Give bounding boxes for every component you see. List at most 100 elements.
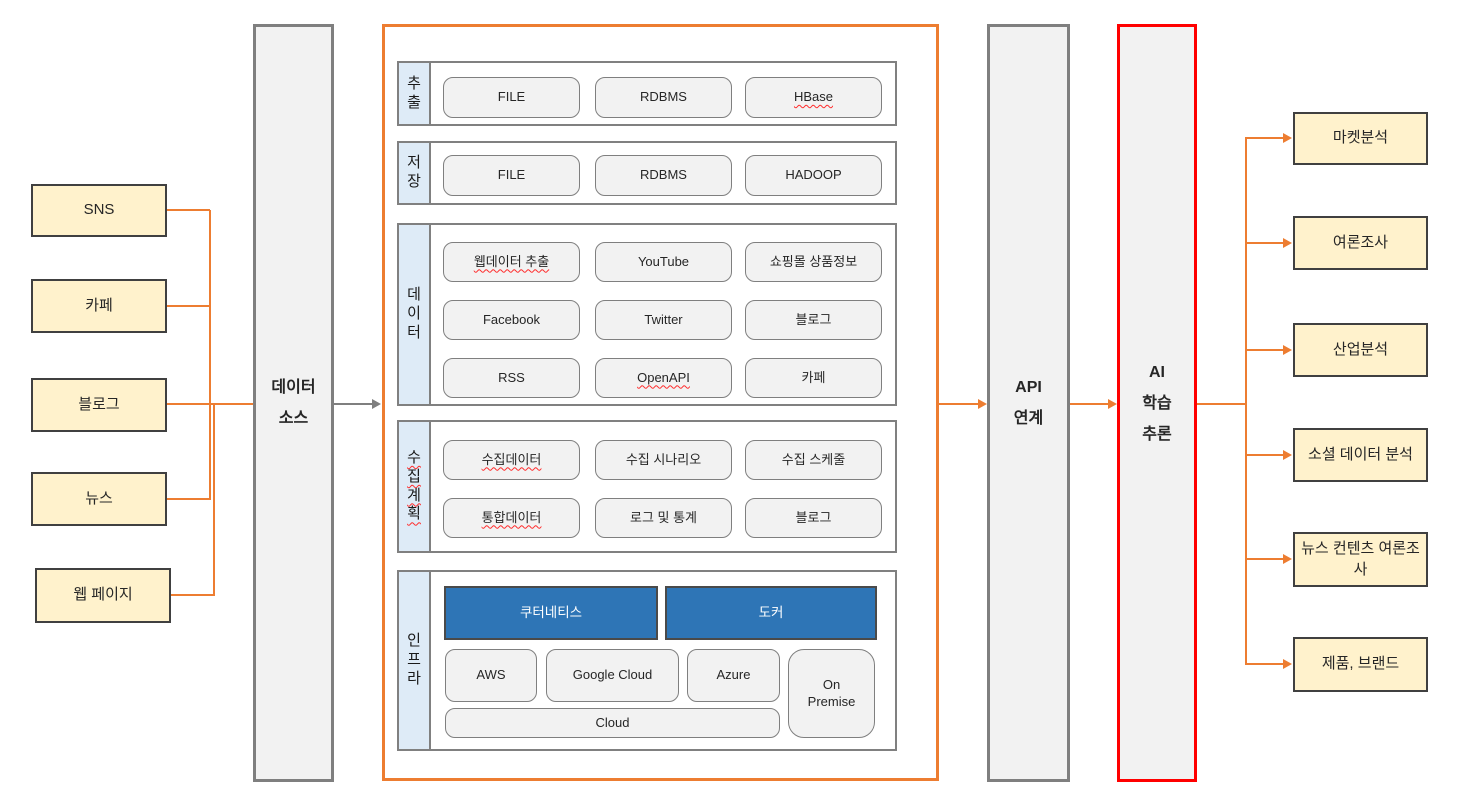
row-data-label: 데이터 — [407, 286, 421, 341]
item-infra-docker: 도커 — [665, 586, 877, 640]
output-box-opinion-poll-label: 여론조사 — [1332, 233, 1389, 251]
arrow-datasource-pipeline-line — [334, 403, 373, 405]
pillar-ai: AI 학습 추론 — [1117, 24, 1197, 782]
branch-opinion-head — [1283, 238, 1292, 248]
item-data-web-extract: 웹데이터 추출 — [443, 242, 580, 282]
arrow-datasource-pipeline-head — [372, 399, 381, 409]
arrow-pipeline-api-head — [978, 399, 987, 409]
row-store: 저장 FILE RDBMS HADOOP — [397, 141, 897, 205]
item-infra-google-cloud-label: Google Cloud — [572, 667, 653, 683]
output-box-social-data-analysis: 소셜 데이터 분석 — [1293, 428, 1428, 482]
output-box-industry-analysis: 산업분석 — [1293, 323, 1428, 377]
item-infra-google-cloud: Google Cloud — [546, 649, 679, 702]
item-store-hadoop-label: HADOOP — [785, 167, 842, 183]
connector-left-trunk-upper — [209, 210, 211, 500]
item-plan-schedule-label: 수집 스케줄 — [781, 451, 846, 467]
row-infra-label-box: 인프라 — [399, 572, 431, 749]
pillar-ai-line1: AI — [1149, 363, 1165, 381]
connector-webpage-line — [171, 594, 215, 596]
item-data-twitter: Twitter — [595, 300, 732, 340]
output-box-news-content-poll-label: 뉴스 컨텐츠 여론조사 — [1301, 540, 1420, 578]
source-box-webpage-label: 웹 페이지 — [73, 586, 133, 604]
item-plan-scenario-label: 수집 시나리오 — [625, 451, 702, 467]
pillar-data-source-line2: 소스 — [278, 410, 309, 427]
row-data-label-box: 데이터 — [399, 225, 431, 404]
row-extract: 추출 FILE RDBMS HBase — [397, 61, 897, 126]
item-data-cafe: 카페 — [745, 358, 882, 398]
item-infra-kubernetes-label: 쿠터네티스 — [519, 605, 583, 621]
arrow-api-ai-line — [1070, 403, 1109, 405]
item-data-rss: RSS — [443, 358, 580, 398]
item-extract-file: FILE — [443, 77, 580, 118]
item-extract-rdbms: RDBMS — [595, 77, 732, 118]
branch-news-content-line — [1245, 558, 1284, 560]
item-data-facebook: Facebook — [443, 300, 580, 340]
output-box-product-brand: 제품, 브랜드 — [1293, 637, 1428, 692]
item-data-shopping-label: 쇼핑몰 상품정보 — [769, 253, 858, 269]
output-box-market-analysis-label: 마켓분석 — [1332, 129, 1389, 147]
row-extract-label: 추출 — [407, 74, 421, 111]
row-plan-label: 수집계획 — [407, 449, 421, 523]
item-data-twitter-label: Twitter — [644, 311, 683, 327]
item-plan-integrated-data: 통합데이터 — [443, 498, 580, 538]
pillar-api-line2: 연계 — [1013, 410, 1044, 427]
arrow-api-ai-head — [1108, 399, 1117, 409]
item-data-openapi: OpenAPI — [595, 358, 732, 398]
output-box-industry-analysis-label: 산업분석 — [1332, 340, 1389, 358]
item-plan-log-stats: 로그 및 통계 — [595, 498, 732, 538]
item-plan-schedule: 수집 스케줄 — [745, 440, 882, 480]
item-plan-collect-data-label: 수집데이터 — [481, 451, 542, 467]
output-box-social-data-analysis-label: 소셜 데이터 분석 — [1308, 445, 1413, 463]
branch-social-head — [1283, 450, 1292, 460]
item-extract-rdbms-label: RDBMS — [640, 89, 687, 105]
item-data-youtube: YouTube — [595, 242, 732, 282]
branch-market-line — [1245, 137, 1284, 139]
pillar-ai-line2: 학습 — [1142, 394, 1172, 412]
pipeline-container: 추출 FILE RDBMS HBase 저장 FILE RDBMS — [382, 24, 939, 781]
branch-product-line — [1245, 663, 1284, 665]
source-box-blog-label: 블로그 — [78, 395, 120, 413]
branch-industry-head — [1283, 345, 1292, 355]
source-box-news-label: 뉴스 — [85, 489, 113, 507]
pillar-api-line1: API — [1015, 379, 1042, 396]
connector-right-trunk — [1245, 137, 1247, 665]
output-box-product-brand-label: 제품, 브랜드 — [1321, 655, 1400, 673]
item-plan-log-stats-label: 로그 및 통계 — [629, 509, 698, 525]
item-data-rss-label: RSS — [498, 369, 525, 385]
source-box-sns: SNS — [31, 184, 167, 237]
pillar-ai-line3: 추론 — [1142, 425, 1172, 443]
output-box-news-content-poll: 뉴스 컨텐츠 여론조사 — [1293, 532, 1428, 587]
item-extract-hbase: HBase — [745, 77, 882, 118]
item-store-rdbms-label: RDBMS — [640, 167, 687, 183]
item-plan-blog: 블로그 — [745, 498, 882, 538]
source-box-webpage: 웹 페이지 — [35, 568, 171, 623]
item-infra-cloud: Cloud — [445, 708, 780, 738]
connector-sns-line — [167, 209, 210, 211]
connector-left-trunk-lower — [213, 404, 215, 596]
source-box-cafe-label: 카페 — [85, 296, 113, 314]
source-box-cafe: 카페 — [31, 279, 167, 333]
item-infra-docker-label: 도커 — [758, 605, 784, 621]
item-plan-blog-label: 블로그 — [795, 509, 832, 525]
item-data-web-extract-label: 웹데이터 추출 — [473, 253, 550, 269]
output-box-market-analysis: 마켓분석 — [1293, 112, 1428, 165]
row-store-label: 저장 — [407, 154, 421, 190]
item-infra-azure-label: Azure — [716, 667, 751, 683]
output-box-opinion-poll: 여론조사 — [1293, 216, 1428, 270]
branch-market-head — [1283, 133, 1292, 143]
row-infra: 인프라 쿠터네티스 도커 AWS Google Cloud Azure On P… — [397, 570, 897, 751]
branch-social-line — [1245, 454, 1284, 456]
item-infra-kubernetes: 쿠터네티스 — [444, 586, 658, 640]
item-infra-aws: AWS — [445, 649, 537, 702]
connector-cafe-line — [167, 305, 210, 307]
item-extract-file-label: FILE — [497, 89, 526, 105]
item-extract-hbase-label: HBase — [793, 89, 834, 105]
item-store-rdbms: RDBMS — [595, 155, 732, 196]
pillar-api: API 연계 — [987, 24, 1070, 782]
source-box-sns-label: SNS — [83, 201, 115, 219]
pillar-data-source: 데이터 소스 — [253, 24, 334, 782]
item-data-cafe-label: 카페 — [801, 369, 826, 385]
branch-industry-line — [1245, 349, 1284, 351]
item-plan-scenario: 수집 시나리오 — [595, 440, 732, 480]
item-data-blog-label: 블로그 — [795, 311, 832, 327]
